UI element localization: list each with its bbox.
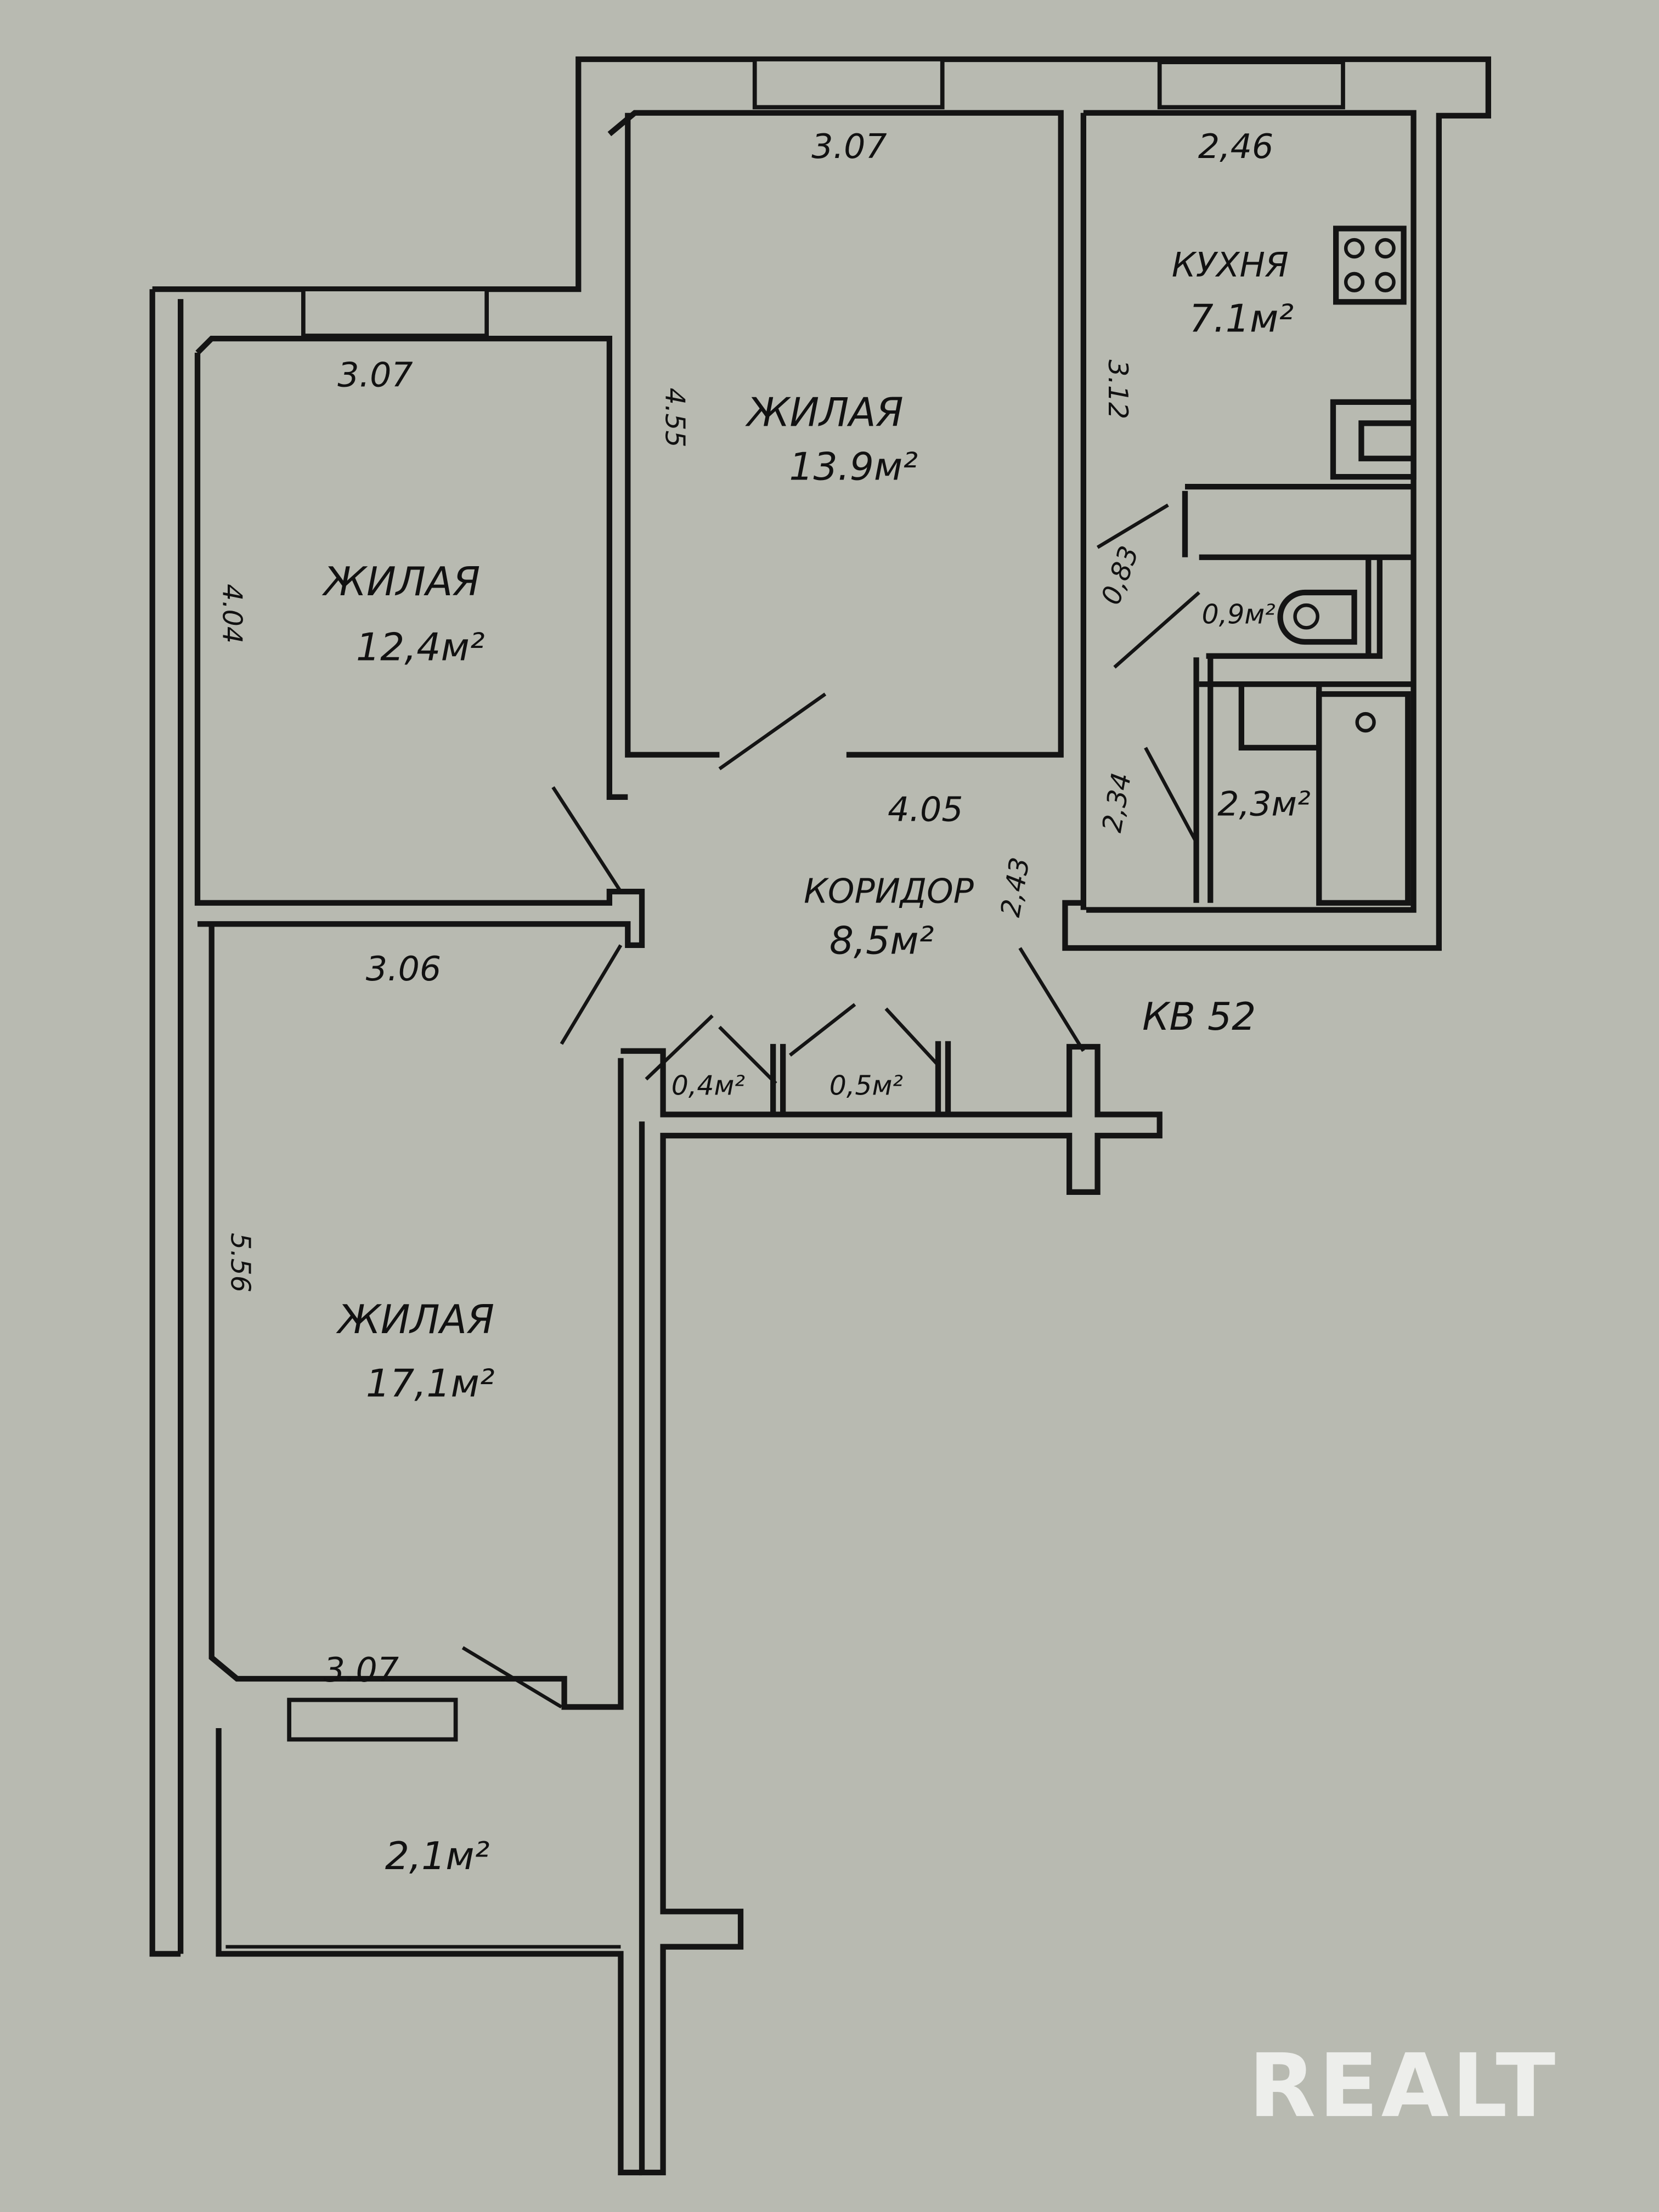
dim-label: 3.07 [324,1650,399,1690]
room-area: 17,1м² [366,1362,495,1406]
watermark-logo: REALT [1249,2035,1559,2137]
room-area: 2,1м² [385,1835,490,1878]
room-name: КОРИДОР [804,872,974,911]
outer-walls [149,56,1491,1957]
room-area: 8,5м² [830,919,934,963]
room-area: 12,4м² [356,625,485,669]
dim-label: 4.04 [216,584,247,644]
room-area: 0,4м² [672,1070,745,1101]
door-swings [461,503,1200,1709]
room-name: КУХНЯ [1172,245,1289,285]
room-area: 0,9м² [1202,599,1276,630]
dim-label: 4.55 [659,388,691,448]
dim-label: 3.12 [1102,359,1133,419]
dim-label: 3.06 [366,949,441,989]
dim-label: 2,43 [995,855,1036,919]
kitchen-stove-icon [1333,225,1407,305]
dim-label: 2,34 [1096,770,1137,834]
apartment-number: КВ 52 [1142,995,1256,1039]
window [1157,60,1345,110]
room-area: 2,3м² [1217,784,1310,823]
room-area: 0,5м² [830,1070,903,1101]
dim-label: 5.56 [225,1233,256,1293]
dim-label: 0,83 [1095,542,1145,609]
bathtub-drain-icon [1355,712,1376,733]
window [752,57,945,110]
room-area: 7.1м² [1189,297,1294,341]
toilet-icon [1277,589,1357,645]
window [301,287,489,338]
interior-walls [194,112,1417,2176]
dim-label: 4.05 [888,790,963,830]
room-area: 13.9м² [789,445,918,489]
room-name: ЖИЛАЯ [321,558,480,605]
window [287,1697,458,1742]
room-name: ЖИЛАЯ [336,1296,494,1342]
dim-label: 3.07 [337,356,413,395]
room-name: ЖИЛАЯ [745,390,904,436]
dim-label: 2,46 [1198,127,1273,166]
dim-label: 3.07 [811,127,887,166]
